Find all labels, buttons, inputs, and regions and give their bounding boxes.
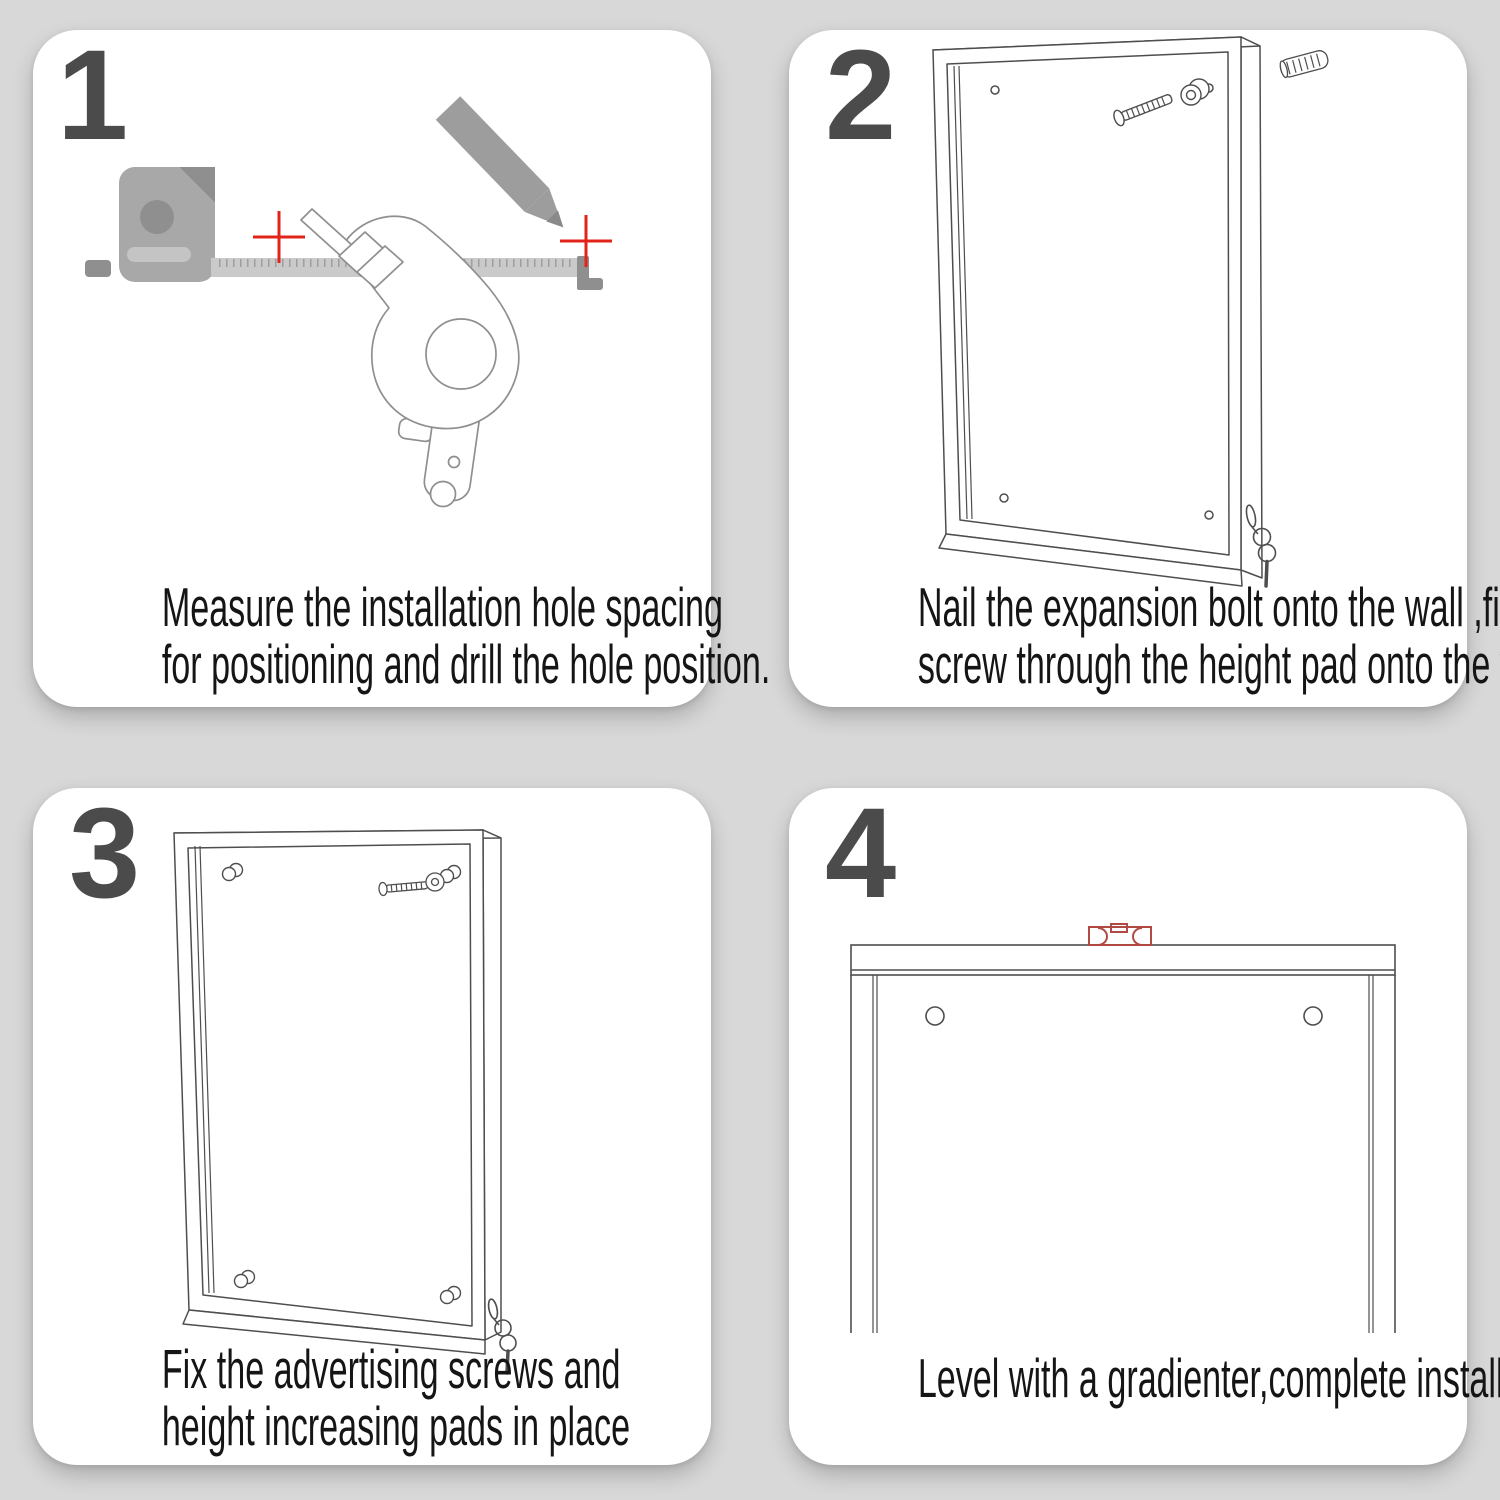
marker-pen-icon <box>435 96 564 228</box>
keys-icon <box>1245 504 1277 588</box>
tape-measure-icon <box>85 167 215 282</box>
step-3-card: 3 Fix the advertising screws and height … <box>33 788 711 1465</box>
mounting-hole <box>1204 510 1214 520</box>
caption-line: Fix the advertising screws and <box>161 1338 621 1400</box>
step-4-card: 4 Level with a gradienter,complete insta… <box>789 782 1500 1465</box>
caption-line: Nail the expansion bolt onto the wall ,f… <box>917 576 1500 638</box>
washer-icon <box>425 872 445 892</box>
step-2-illustration <box>932 36 1329 588</box>
step-1-card: 1 Measure the installation hole spacing … <box>33 24 771 707</box>
mounting-hole <box>990 85 1000 95</box>
step-number: 1 <box>57 24 128 167</box>
cabinet-back-illustration <box>932 36 1263 587</box>
caption-line: screw through the height pad onto the wa… <box>917 633 1500 695</box>
crosshair-mark-right <box>560 215 612 267</box>
spirit-level-icon <box>1088 923 1152 946</box>
keys-icon <box>487 1298 517 1375</box>
step-number: 2 <box>825 24 896 167</box>
step-2-caption: Nail the expansion bolt onto the wall ,f… <box>789 576 1500 695</box>
step-1-caption: Measure the installation hole spacing fo… <box>33 576 771 695</box>
mounting-screw-icon <box>1113 94 1173 127</box>
height-pad-icon <box>1180 78 1210 106</box>
step-4-illustration <box>850 923 1396 1333</box>
step-3-caption: Fix the advertising screws and height in… <box>33 1341 711 1455</box>
mounting-hole <box>925 1006 945 1026</box>
step-number: 4 <box>825 782 896 925</box>
mounting-hole <box>999 493 1009 503</box>
cabinet-back-illustration <box>173 829 502 1355</box>
advertising-screw-icon <box>378 881 429 897</box>
cabinet-front-top-illustration <box>850 944 1396 1333</box>
caption-line: Measure the installation hole spacing <box>161 576 723 638</box>
step-number: 3 <box>69 782 140 925</box>
step-3-illustration <box>173 829 517 1375</box>
caption-line: height increasing pads in place <box>161 1395 631 1457</box>
step-1-illustration <box>85 96 612 508</box>
mounting-hole <box>1303 1006 1323 1026</box>
drill-icon <box>300 208 520 508</box>
step-2-card: 2 Nail the expansion bolt onto the wall … <box>789 24 1500 707</box>
crosshair-mark-left <box>253 211 305 263</box>
step-4-caption: Level with a gradienter,complete install… <box>789 1347 1500 1409</box>
caption-line: Level with a gradienter,complete install… <box>917 1347 1500 1409</box>
caption-line: for positioning and drill the hole posit… <box>161 633 771 695</box>
expansion-bolt-icon <box>1279 50 1329 79</box>
